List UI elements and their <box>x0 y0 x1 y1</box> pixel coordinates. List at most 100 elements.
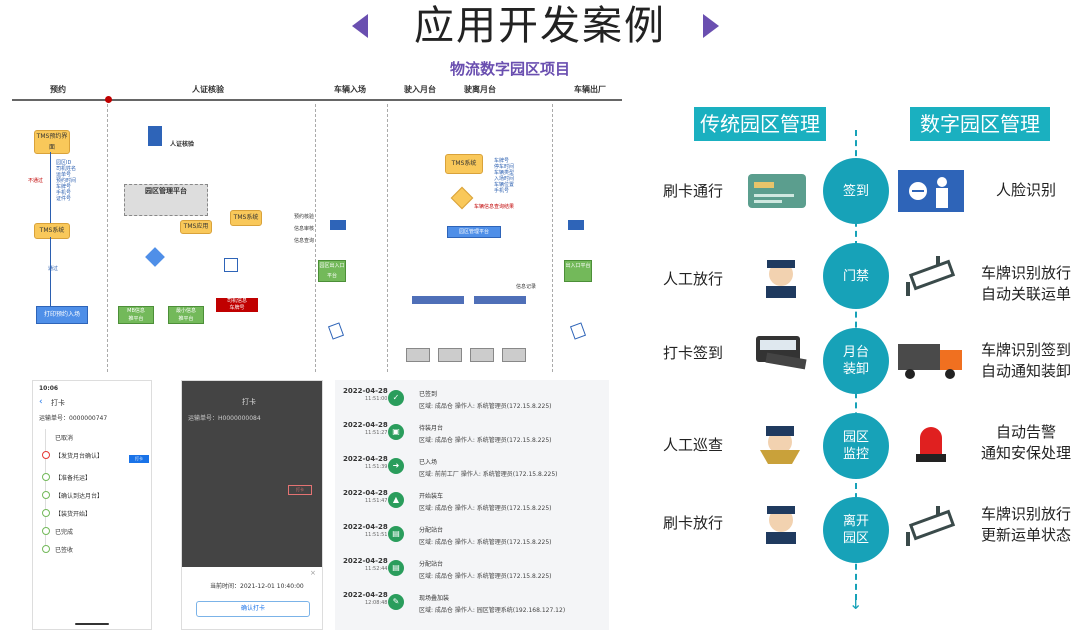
dock-fields: 车牌号停车时间车辆类型入场时间车辆位置手机号 <box>494 158 515 194</box>
guard-icon <box>762 254 800 298</box>
process-flow-diagram: 预约 人证核验 车辆入场 驶入月台 驶离月台 车辆出厂 TMS预约界面 园区ID… <box>12 78 622 376</box>
traditional-item: 人工放行 <box>662 270 723 288</box>
log-desc: 区域: 成品仓 操作人: 系统管理员(172.15.8.225) <box>419 539 552 546</box>
tag-icon <box>327 322 345 340</box>
step-item: 【装货开始】 <box>55 511 92 518</box>
truck-small-icon <box>568 220 584 230</box>
dock-platform <box>474 296 526 304</box>
checkin-button[interactable]: 打卡 <box>129 455 149 463</box>
traditional-header: 传统园区管理 <box>694 107 826 141</box>
log-time: 11:51:47 <box>365 498 388 504</box>
digital-header: 数字园区管理 <box>910 107 1050 141</box>
timeline-bar <box>12 99 622 101</box>
step-label: 月台 <box>842 345 869 360</box>
gate-node: 园区出入口平台 <box>318 260 346 282</box>
traditional-item: 刷卡通行 <box>662 182 723 200</box>
step-circle-gate: 门禁 <box>823 243 889 309</box>
police-icon <box>758 420 802 464</box>
camera-icon <box>906 256 956 296</box>
step-dot <box>42 491 50 499</box>
timeline-marker <box>105 96 112 103</box>
log-row: 2022-04-28 11:51:00 ✓ 已签到 区域: 成品仓 操作人: 系… <box>335 386 609 419</box>
step-item: 已取消 <box>55 435 74 442</box>
log-action: 现场叠加装 <box>419 595 450 602</box>
order-number: 运输单号：H0000000084 <box>188 415 261 422</box>
log-desc: 区域: 成品仓 操作人: 系统管理员(172.15.8.225) <box>419 437 552 444</box>
reject-note: 不通过 <box>28 178 44 184</box>
confirm-sheet: × 当前时间：2021-12-01 10:40:00 确认打卡 <box>182 567 322 629</box>
flow-arrow <box>50 237 51 306</box>
log-date: 2022-04-28 <box>343 455 388 463</box>
exit-node: 出入口平台 <box>564 260 592 282</box>
tms-app-node: TMS应用 <box>180 220 212 234</box>
status-time: 10:06 <box>39 385 59 392</box>
digital-item: 自动告警通知安保处理 <box>978 422 1074 464</box>
signin-icon: ✓ <box>388 390 404 406</box>
log-date: 2022-04-28 <box>343 421 388 429</box>
checkin-confirm-screen: 打卡 运输单号：H0000000084 打卡 × 当前时间：2021-12-01… <box>181 380 323 630</box>
log-time: 11:51:27 <box>365 430 388 436</box>
assign-icon: ▤ <box>388 526 404 542</box>
close-icon[interactable]: × <box>310 569 316 577</box>
log-desc: 区域: 成品仓 操作人: 系统管理员(172.15.8.225) <box>419 573 552 580</box>
guard-icon <box>762 500 800 544</box>
pass-check-label: 人证核验 <box>170 141 195 148</box>
step-label: 离开 <box>842 514 869 529</box>
step-dot <box>42 545 50 553</box>
print-node: 打印预约入场 <box>36 306 88 324</box>
log-row: 2022-04-28 11:51:39 ➜ 已入场 区域: 前前工厂 操作人: … <box>335 454 609 487</box>
screen-title: 打卡 <box>242 398 256 406</box>
stage-divider <box>107 104 108 372</box>
log-desc: 区域: 成品仓 操作人: 园区管理系统(192.168.127.12) <box>419 607 566 614</box>
stage-label: 驶入月台 <box>404 85 436 94</box>
digital-item: 人脸识别 <box>995 181 1056 199</box>
traditional-item: 刷卡放行 <box>662 514 723 532</box>
assign-icon: ▤ <box>388 560 404 576</box>
step-item: 【发货月台确认】 <box>55 453 104 460</box>
digital-line: 车牌识别放行 <box>980 505 1071 523</box>
step-item: 【确认到达月台】 <box>55 493 104 500</box>
order-number: 运输单号：0000000747 <box>39 415 108 422</box>
log-row: 2022-04-28 12:08:48 ✎ 现场叠加装 区域: 成品仓 操作人:… <box>335 590 609 623</box>
dock-bay <box>502 348 526 362</box>
step-item: 已完成 <box>55 529 74 536</box>
log-date: 2022-04-28 <box>343 387 388 395</box>
prev-arrow-icon[interactable] <box>352 14 368 38</box>
log-row: 2022-04-28 11:52:44 ▤ 分配站台 区域: 成品仓 操作人: … <box>335 556 609 589</box>
log-date: 2022-04-28 <box>343 557 388 565</box>
log-time: 12:08:48 <box>365 600 388 606</box>
log-row: 2022-04-28 11:51:47 ▲ 开始装车 区域: 成品仓 操作人: … <box>335 488 609 521</box>
confirm-checkin-button[interactable]: 确认打卡 <box>196 601 310 617</box>
truck-small-icon <box>330 220 346 230</box>
traditional-item: 人工巡查 <box>662 436 723 454</box>
step-item: 【准备托运】 <box>55 475 92 482</box>
log-action: 分配站台 <box>419 561 444 568</box>
log-date: 2022-04-28 <box>343 591 388 599</box>
checkin-button[interactable]: 打卡 <box>288 485 312 495</box>
digital-line: 自动通知装卸 <box>980 362 1071 380</box>
truck-icon <box>898 338 964 380</box>
tms-system-node: TMS系统 <box>34 223 70 239</box>
checkin-phone-screen: 10:06 ‹ 打卡 运输单号：0000000747 已取消 【发货月台确认】 … <box>32 380 152 630</box>
digital-line: 通知安保处理 <box>980 444 1071 462</box>
log-date: 2022-04-28 <box>343 523 388 531</box>
stage-label: 预约 <box>50 85 66 94</box>
digital-line: 更新运单状态 <box>980 526 1071 544</box>
digital-line: 车牌识别签到 <box>980 341 1071 359</box>
step-dot <box>42 473 50 481</box>
face-id-icon <box>898 170 964 212</box>
digital-line: 自动告警 <box>995 423 1056 441</box>
step-circle-leave: 离开园区 <box>823 497 889 563</box>
step-label: 门禁 <box>842 268 869 284</box>
loading-icon: ▲ <box>388 492 404 508</box>
log-action: 已入场 <box>419 459 438 466</box>
user-icon <box>148 126 162 146</box>
log-action: 分配站台 <box>419 527 444 534</box>
stage-divider <box>315 104 316 372</box>
stage-divider <box>552 104 553 372</box>
next-arrow-icon[interactable] <box>703 14 719 38</box>
back-icon[interactable]: ‹ <box>39 397 43 407</box>
timeline-line <box>45 429 46 549</box>
log-action: 待装月台 <box>419 425 444 432</box>
